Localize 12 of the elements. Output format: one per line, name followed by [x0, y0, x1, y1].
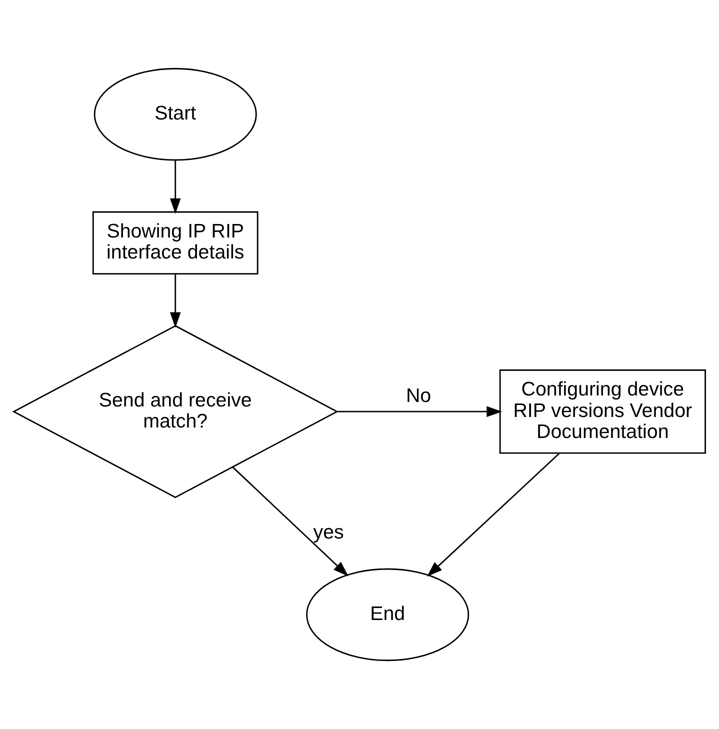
arrow [232, 466, 348, 576]
arrow [338, 406, 502, 417]
node-ellipse: End [306, 568, 470, 662]
edge-label: No [406, 385, 432, 408]
node-box: Showing IP RIP interface details [92, 211, 258, 275]
arrow [426, 453, 560, 577]
arrow [170, 160, 181, 214]
edge-label: yes [313, 521, 344, 544]
node-ellipse: Start [94, 68, 257, 161]
node-diamond: Send and receive match? [12, 325, 338, 498]
node-box: Configuring device RIP versions Vendor Documentation [499, 369, 706, 454]
arrow [170, 274, 181, 328]
